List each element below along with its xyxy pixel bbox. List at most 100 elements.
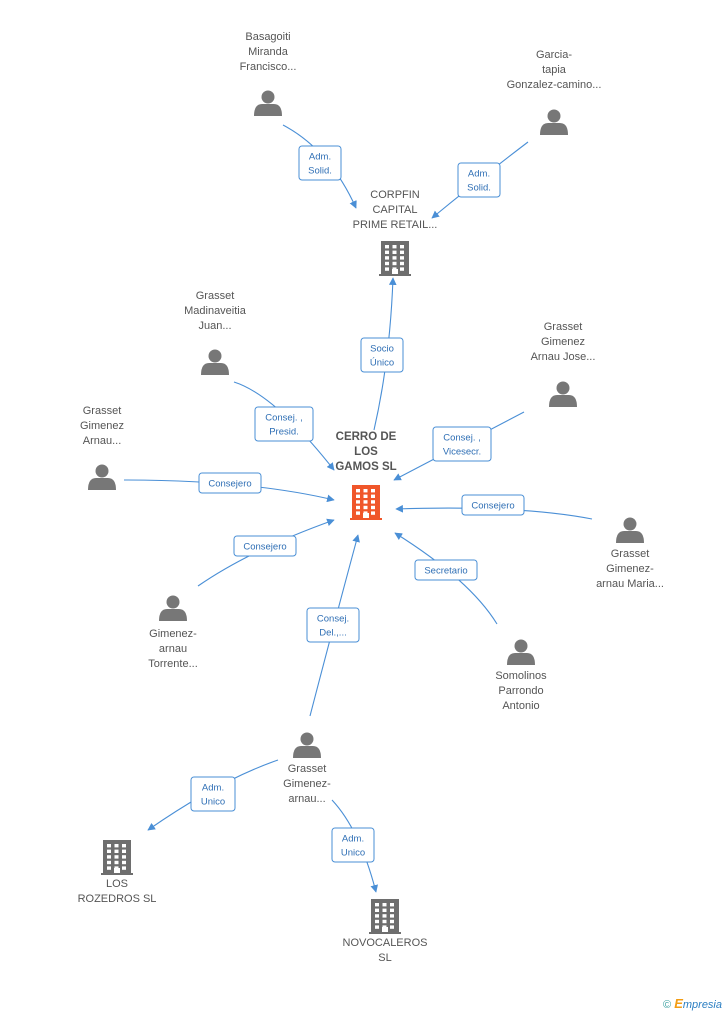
- node-label: Grasset: [83, 405, 122, 417]
- person-icon[interactable]: [293, 732, 321, 759]
- brand-logo-name: mpresia: [682, 999, 722, 1011]
- edge-label-box[interactable]: [233, 535, 297, 557]
- edge-label-box[interactable]: [414, 559, 478, 581]
- node-label: LOS: [354, 446, 378, 458]
- node-grassetbottom[interactable]: GrassetGimenez-arnau...: [283, 732, 331, 806]
- person-icon[interactable]: [616, 517, 644, 544]
- edge-label-text: Adm.: [309, 152, 331, 163]
- copyright-symbol: ©: [663, 999, 672, 1011]
- edge-label-text: Socio: [370, 344, 394, 355]
- edge-label-box[interactable]: [190, 776, 236, 812]
- node-novocaleros[interactable]: NOVOCALEROS SL: [343, 899, 428, 964]
- node-label: CORPFIN: [370, 189, 420, 201]
- person-icon[interactable]: [88, 464, 116, 491]
- node-label: Juan...: [198, 320, 231, 332]
- node-label: Basagoiti: [245, 31, 290, 43]
- node-label: Gimenez: [541, 336, 585, 348]
- edge-label-box[interactable]: [457, 162, 501, 198]
- edge-label-text: Solid.: [308, 166, 332, 177]
- edge-grassetmaria-to-center: Consejero: [395, 494, 593, 520]
- node-label: arnau Maria...: [596, 578, 664, 590]
- edge-label-box[interactable]: [306, 607, 360, 643]
- node-label: Francisco...: [240, 61, 297, 73]
- edge-label-box[interactable]: [254, 406, 314, 442]
- node-label: Gonzalez-camino...: [507, 79, 602, 91]
- node-label: Miranda: [248, 46, 289, 58]
- node-label: arnau: [159, 643, 187, 655]
- node-label: arnau...: [288, 793, 325, 805]
- person-icon[interactable]: [540, 109, 568, 136]
- node-label: Grasset: [196, 290, 235, 302]
- node-basagoiti[interactable]: BasagoitiMirandaFrancisco...: [240, 31, 297, 116]
- edge-label-text: Adm.: [342, 834, 364, 845]
- edge-label-box[interactable]: [360, 337, 404, 373]
- node-label: Torrente...: [148, 658, 198, 670]
- node-label: Gimenez: [80, 420, 124, 432]
- person-icon[interactable]: [159, 595, 187, 622]
- edge-label-text: Secretario: [424, 566, 467, 577]
- node-label: Arnau Jose...: [531, 351, 596, 363]
- node-label: SL: [378, 952, 391, 964]
- node-label: Grasset: [544, 321, 583, 333]
- node-label: NOVOCALEROS: [343, 937, 428, 949]
- node-label: ROZEDROS SL: [78, 893, 157, 905]
- edge-label-box[interactable]: [432, 426, 492, 462]
- person-icon[interactable]: [201, 349, 229, 376]
- edge-torrente-to-center: Consejero: [197, 518, 335, 587]
- edge-label-text: Consejero: [208, 479, 251, 490]
- edge-label-text: Unico: [341, 848, 365, 859]
- edge-grassetmadinaveitia-to-center: Consej. , Presid.: [233, 381, 335, 471]
- brand-logo-initial: E: [674, 996, 683, 1011]
- node-label: Grasset: [288, 763, 327, 775]
- node-torrente[interactable]: Gimenez-arnauTorrente...: [148, 595, 198, 671]
- edge-grassetbottom-to-novocaleros: Adm. Unico: [331, 799, 378, 893]
- node-label: Antonio: [502, 700, 539, 712]
- edge-basagoiti-to-corpfin: Adm. Solid.: [282, 124, 357, 209]
- edge-grassetbottom-to-center: Consej.Del.,...: [306, 534, 360, 717]
- node-label: Arnau...: [83, 435, 122, 447]
- edge-label-box[interactable]: [461, 494, 525, 516]
- edge-label-text: Presid.: [269, 427, 299, 438]
- node-label: Garcia-: [536, 49, 572, 61]
- node-garciatapia[interactable]: Garcia-tapiaGonzalez-camino...: [507, 49, 602, 135]
- person-icon[interactable]: [507, 639, 535, 666]
- edge-label-text: Unico: [201, 797, 225, 808]
- node-label: Somolinos: [495, 670, 547, 682]
- node-label: Parrondo: [498, 685, 543, 697]
- node-label: CERRO DE: [336, 431, 397, 443]
- node-label: CAPITAL: [372, 204, 417, 216]
- main-company-building-icon[interactable]: [350, 485, 382, 520]
- node-label: tapia: [542, 64, 567, 76]
- edge-label-text: Consejero: [471, 501, 514, 512]
- edge-label-box[interactable]: [198, 472, 262, 494]
- node-label: Gimenez-: [606, 563, 654, 575]
- node-label: Madinaveitia: [184, 305, 247, 317]
- person-icon[interactable]: [549, 381, 577, 408]
- node-grassetarnau[interactable]: GrassetGimenezArnau...: [80, 405, 124, 490]
- node-label: Gimenez-: [283, 778, 331, 790]
- edge-label-text: Consej. ,: [265, 413, 303, 424]
- node-label: Gimenez-: [149, 628, 197, 640]
- person-icon[interactable]: [254, 90, 282, 117]
- edge-label-text: Adm.: [468, 169, 490, 180]
- company-building-icon[interactable]: [101, 840, 133, 875]
- edge-label-box[interactable]: [331, 827, 375, 863]
- edge-label-box[interactable]: [298, 145, 342, 181]
- edge-grassetbottom-to-losrozedros: Adm. Unico: [147, 759, 279, 831]
- edge-label-text: Adm.: [202, 783, 224, 794]
- edge-label-text: Vicesecr.: [443, 447, 481, 458]
- edge-garciatapia-to-corpfin: Adm.Solid.: [431, 141, 529, 219]
- edge-grassetarnau-to-center: Consejero: [123, 472, 335, 503]
- company-building-icon[interactable]: [369, 899, 401, 934]
- edge-label-text: Del.,...: [319, 628, 346, 639]
- node-grassetmadinaveitia[interactable]: GrassetMadinaveitiaJuan...: [184, 290, 247, 375]
- company-building-icon[interactable]: [379, 241, 411, 276]
